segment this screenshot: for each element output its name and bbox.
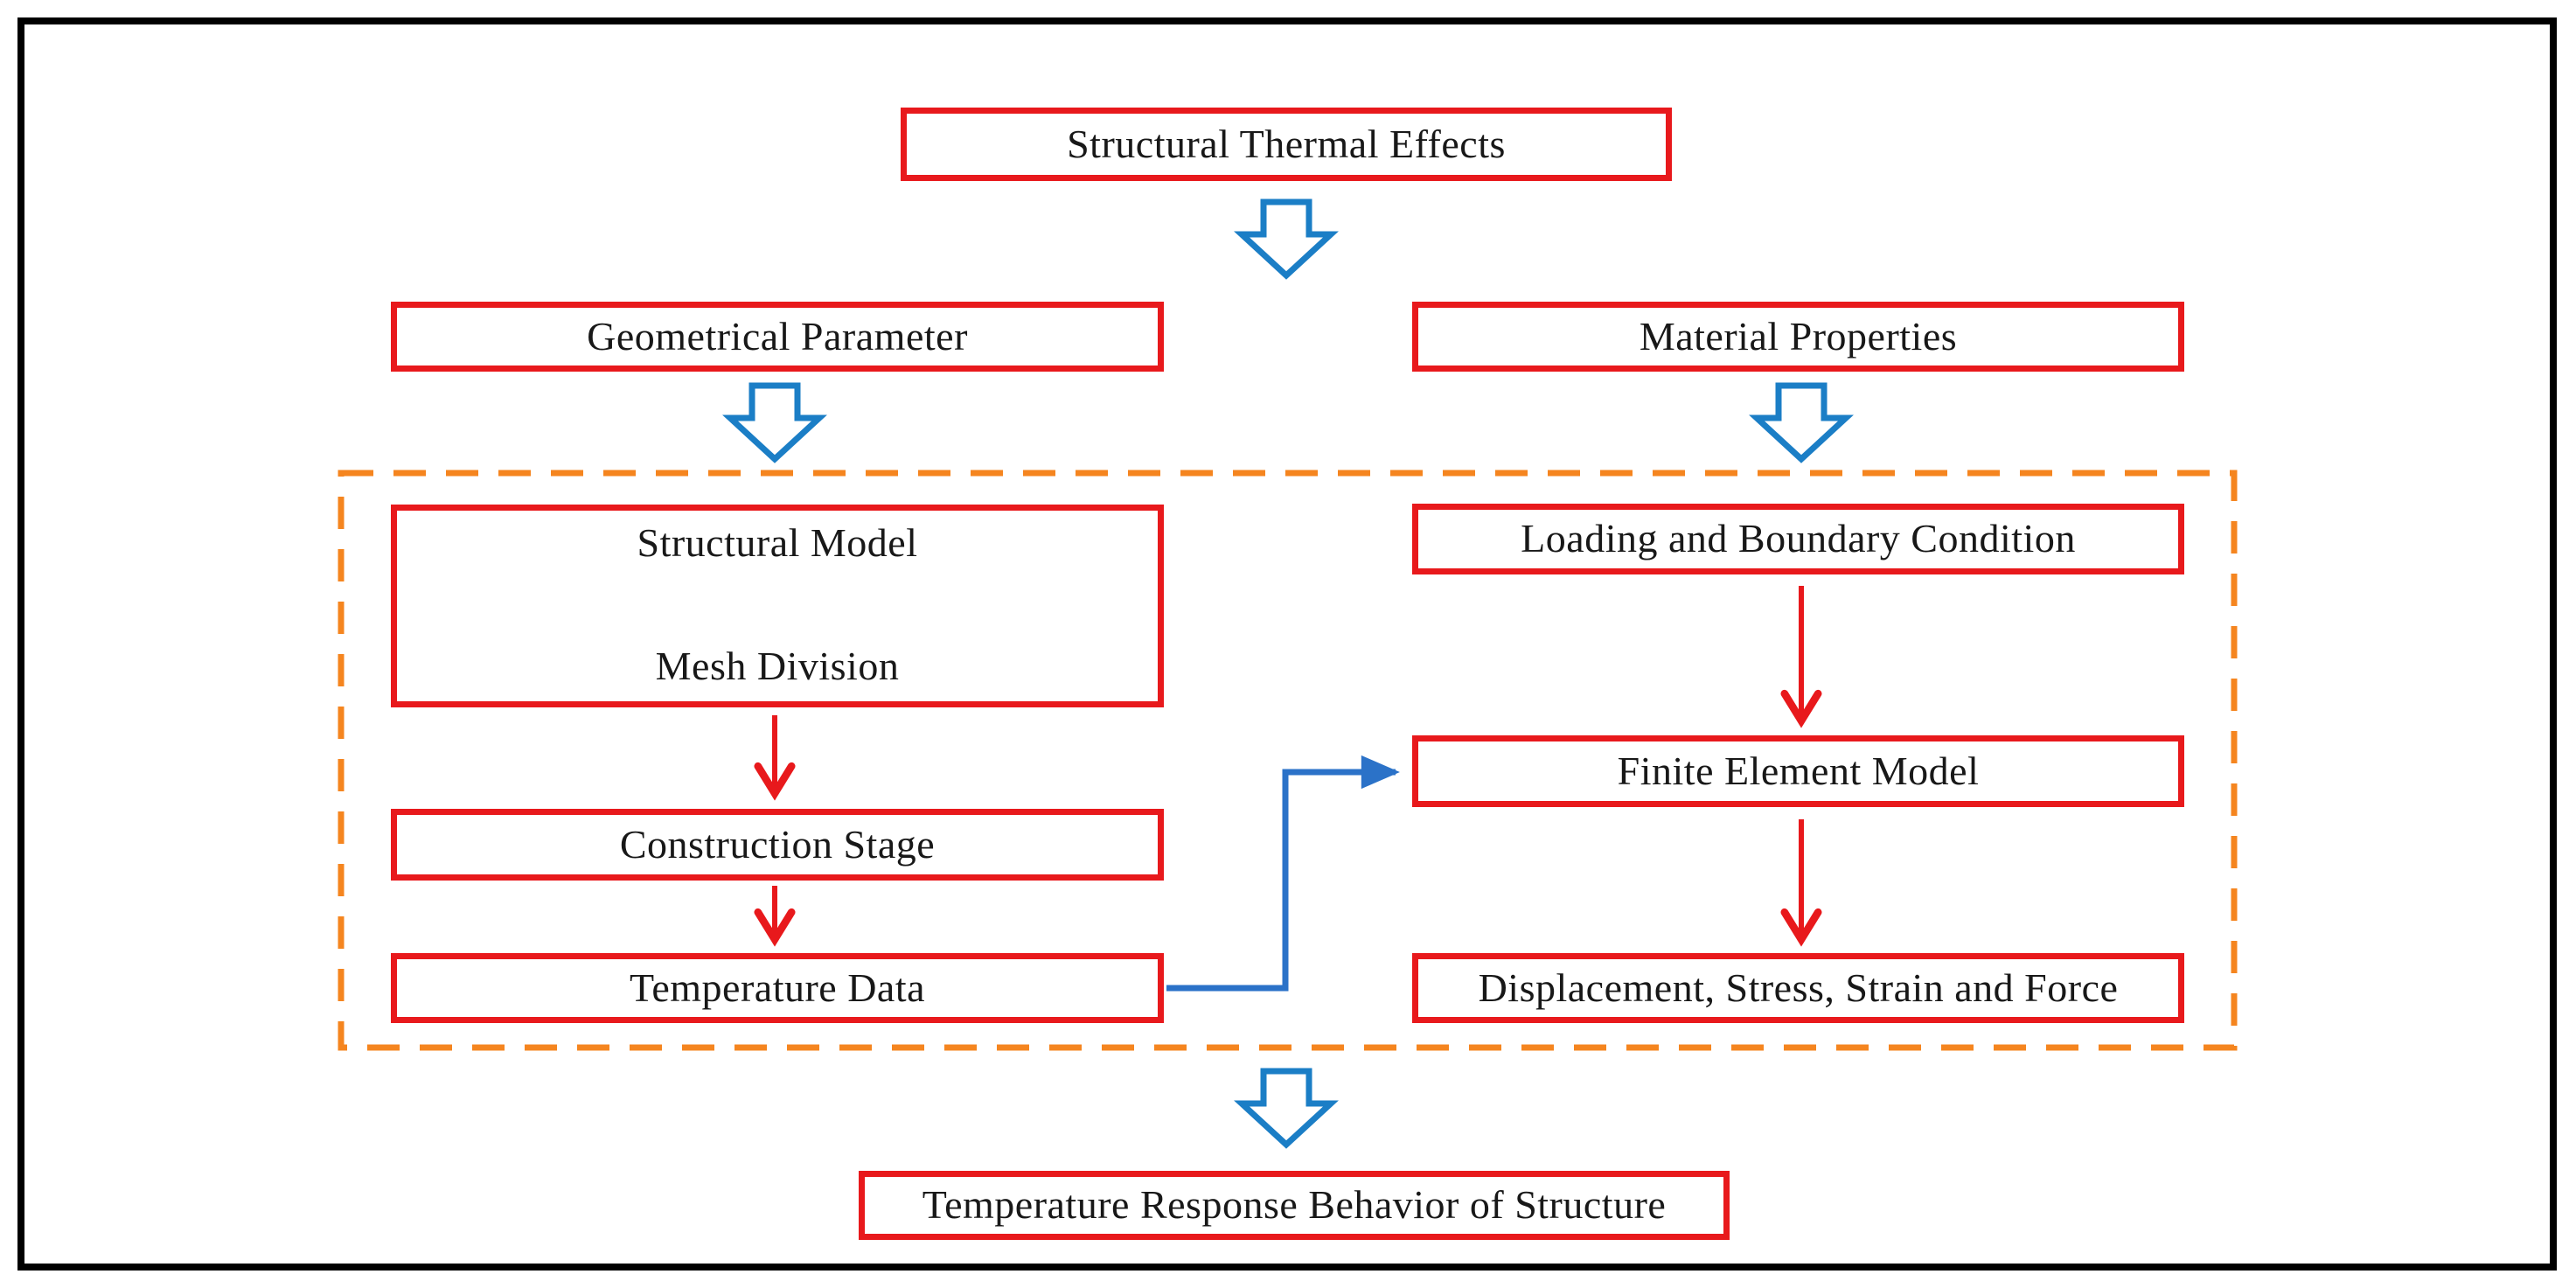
node-temperature-response-behavior: Temperature Response Behavior of Structu… xyxy=(859,1171,1730,1240)
node-displacement-stress-strain-force: Displacement, Stress, Strain and Force xyxy=(1412,953,2184,1023)
node-label: Material Properties xyxy=(1639,313,1958,359)
node-material-properties: Material Properties xyxy=(1412,302,2184,372)
node-structural-model-mesh-division: Structural Model Mesh Division xyxy=(391,505,1164,707)
node-label: Geometrical Parameter xyxy=(587,313,968,359)
node-construction-stage: Construction Stage xyxy=(391,809,1164,881)
node-label: Temperature Response Behavior of Structu… xyxy=(922,1182,1667,1228)
node-temperature-data: Temperature Data xyxy=(391,953,1164,1023)
node-label: Displacement, Stress, Strain and Force xyxy=(1478,964,2119,1010)
node-finite-element-model: Finite Element Model xyxy=(1412,735,2184,807)
node-label-structural-model: Structural Model xyxy=(637,520,918,565)
node-label-mesh-division: Mesh Division xyxy=(655,644,900,689)
outer-frame xyxy=(17,17,2557,1271)
node-label: Temperature Data xyxy=(629,964,926,1010)
node-label: Structural Thermal Effects xyxy=(1067,121,1506,166)
node-label: Finite Element Model xyxy=(1617,748,1980,793)
node-label: Construction Stage xyxy=(619,821,936,867)
node-geometrical-parameter: Geometrical Parameter xyxy=(391,302,1164,372)
node-structural-thermal-effects: Structural Thermal Effects xyxy=(901,108,1672,181)
node-loading-and-boundary-condition: Loading and Boundary Condition xyxy=(1412,504,2184,574)
node-label: Loading and Boundary Condition xyxy=(1521,516,2076,561)
